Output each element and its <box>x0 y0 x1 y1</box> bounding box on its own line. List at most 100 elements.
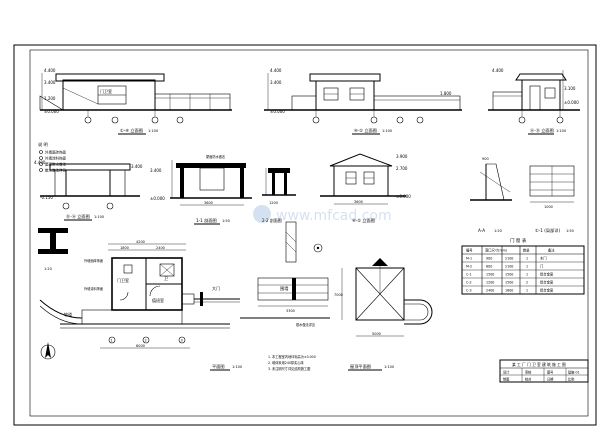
dimension: 1200 <box>269 201 278 205</box>
wall-detail: 900 A-A 1:20 <box>470 157 512 233</box>
svg-text:审核: 审核 <box>525 370 532 375</box>
svg-text:木门: 木门 <box>540 256 547 261</box>
table-header: 编号 洞口尺寸(mm) 数量 备注 <box>466 248 555 253</box>
elevation-title: Ⓓ-Ⓐ 立面图 <box>66 213 90 220</box>
svg-text:1: 1 <box>526 257 528 261</box>
svg-text:1500: 1500 <box>505 273 513 277</box>
table-row: C-2 1200 1500 2 铝合金窗 <box>466 280 554 285</box>
dimension: 3600 <box>204 201 213 205</box>
elevation-title: ④-① 立面图 <box>354 127 377 134</box>
svg-text:800: 800 <box>486 265 492 269</box>
level-label: 3.400 <box>150 168 162 173</box>
svg-text:图号: 图号 <box>547 370 553 375</box>
gate-label: 大门 <box>212 285 220 291</box>
roof-plan-title: 屋顶平面图 <box>350 364 371 370</box>
annotation: 散水做法详见 <box>296 322 316 327</box>
inner-border <box>29 49 589 417</box>
svg-text:C-1: C-1 <box>466 273 472 277</box>
svg-text:设计: 设计 <box>503 370 510 375</box>
room-label: 门卫室 <box>117 277 129 283</box>
floor-plan: 4200 1800 2400 门卫室 值班室 卫 坡道 大门 外墙面砖饰面 外墙… <box>39 240 323 371</box>
elevation-1: 4.400 3.400 1.200 ±0.000 门卫室 ①-④ 立面图 1:1… <box>39 68 232 135</box>
level-label: 4.400 <box>34 160 46 165</box>
svg-text:2100: 2100 <box>505 257 513 261</box>
detail-title: ①-1 (局部详) <box>535 227 560 234</box>
legend-item: 外墙涂料饰面 <box>39 156 66 161</box>
legend-item: 外墙面砖饰面 <box>39 150 66 155</box>
table-row: M-2 800 2100 1 门 <box>466 264 543 269</box>
svg-text:1800: 1800 <box>505 289 513 293</box>
level-label: 1.800 <box>440 91 452 96</box>
svg-text:2400: 2400 <box>486 289 494 293</box>
svg-text:铝合金窗: 铝合金窗 <box>540 272 554 277</box>
level-label: 4.400 <box>270 68 282 73</box>
svg-text:校对: 校对 <box>525 377 532 382</box>
watermark-text: www.mfcad.com <box>276 208 392 224</box>
section-title: A-A <box>478 228 485 233</box>
gable-elevation: 3.900 2.700 ±0.000 3600 ④-① 立面图 <box>320 153 411 224</box>
section-2-2: 1200 2-2 剖面图 <box>262 168 296 223</box>
room-label: 门卫室 <box>100 88 112 94</box>
dimension: 2400 <box>156 246 165 250</box>
elevation-title: ④-① 立面图 <box>352 217 375 224</box>
section-1-1: 3600 3.400 ±0.000 屋面防水做法 1-1 剖面图 1:50 <box>150 154 252 225</box>
level-label: ±0.000 <box>396 194 411 199</box>
annotation: 屋面防水做法 <box>206 154 225 159</box>
svg-text:M-1: M-1 <box>466 257 472 261</box>
svg-text:1: 1 <box>111 339 113 343</box>
level-label: ±0.000 <box>44 109 59 114</box>
elevation-title: ①-④ 立面图 <box>120 127 143 134</box>
svg-text:日期: 日期 <box>547 377 553 382</box>
dimension: 5000 <box>372 332 381 336</box>
level-label: 4.400 <box>492 68 504 73</box>
level-label: 3.900 <box>396 154 408 159</box>
level-label: 1.200 <box>44 96 56 101</box>
north-arrow-icon <box>40 342 56 360</box>
ramp-label: 坡道 <box>64 311 72 317</box>
scale-label: 1:50 <box>222 219 230 223</box>
dimension: 900 <box>482 157 489 161</box>
title-block: 某 工 厂 门 卫 室 建 筑 施 工 图 设计 审核 图号 建施-01 制图 … <box>499 359 589 383</box>
scale-label: 1:100 <box>232 365 242 369</box>
dimension: 7000 <box>334 293 343 297</box>
svg-text:外墙涂料饰面: 外墙涂料饰面 <box>45 156 66 161</box>
svg-text:M-2: M-2 <box>466 265 472 269</box>
table-row: M-1 900 2100 1 木门 <box>466 256 547 261</box>
svg-text:2: 2 <box>526 281 528 285</box>
level-label: ±0.000 <box>150 196 165 201</box>
plan-title: 平面图 <box>212 364 225 370</box>
level-label: -0.150 <box>40 195 53 200</box>
beam-detail: 1:20 <box>38 228 68 271</box>
legend-title: 说 明 <box>38 141 48 148</box>
note: 1. 本工程室内地坪标高为±0.000 <box>268 354 316 359</box>
scale-label: 1:100 <box>384 365 394 369</box>
elevation-title: Ⓐ-Ⓓ 立面图 <box>530 127 554 134</box>
svg-text:2100: 2100 <box>505 265 513 269</box>
fence-label: 围墙 <box>280 285 288 292</box>
svg-text:1500: 1500 <box>505 281 513 285</box>
svg-text:2: 2 <box>145 339 147 343</box>
svg-text:数量: 数量 <box>523 248 530 253</box>
annotation: 外墙面砖饰面 <box>84 258 103 263</box>
level-label: 3.400 <box>44 80 56 85</box>
table-title: 门 窗 表 <box>510 237 527 244</box>
level-label: 3.400 <box>270 80 282 85</box>
scale-label: 1:50 <box>566 229 574 233</box>
svg-text:外墙面砖饰面: 外墙面砖饰面 <box>45 150 66 155</box>
svg-text:1500: 1500 <box>486 273 494 277</box>
scale-label: 1:100 <box>94 215 104 219</box>
svg-text:备注: 备注 <box>548 248 555 253</box>
room-label: 卫 <box>164 276 168 281</box>
note: 3. 未注明尺寸详见结构施工图 <box>268 366 310 371</box>
sheet-border <box>13 44 597 426</box>
note: 2. 墙体采用240厚实心砖 <box>268 360 304 365</box>
dimension: 1800 <box>120 246 129 250</box>
elevation-2: 4.400 3.400 ±0.000 1.800 ④-① 立面图 1:100 <box>264 68 462 135</box>
svg-text:1: 1 <box>526 265 528 269</box>
svg-text:门: 门 <box>540 264 543 269</box>
elevation-4: 3.400 -0.150 4.400 Ⓓ-Ⓐ 立面图 1:100 <box>34 160 143 221</box>
svg-text:比例: 比例 <box>568 377 574 382</box>
table-row: C-3 2400 1800 1 铝合金窗 <box>466 288 554 293</box>
door-window-table: 门 窗 表 编号 洞口尺寸(mm) 数量 备注 M-1 900 2100 1 木… <box>461 237 585 295</box>
